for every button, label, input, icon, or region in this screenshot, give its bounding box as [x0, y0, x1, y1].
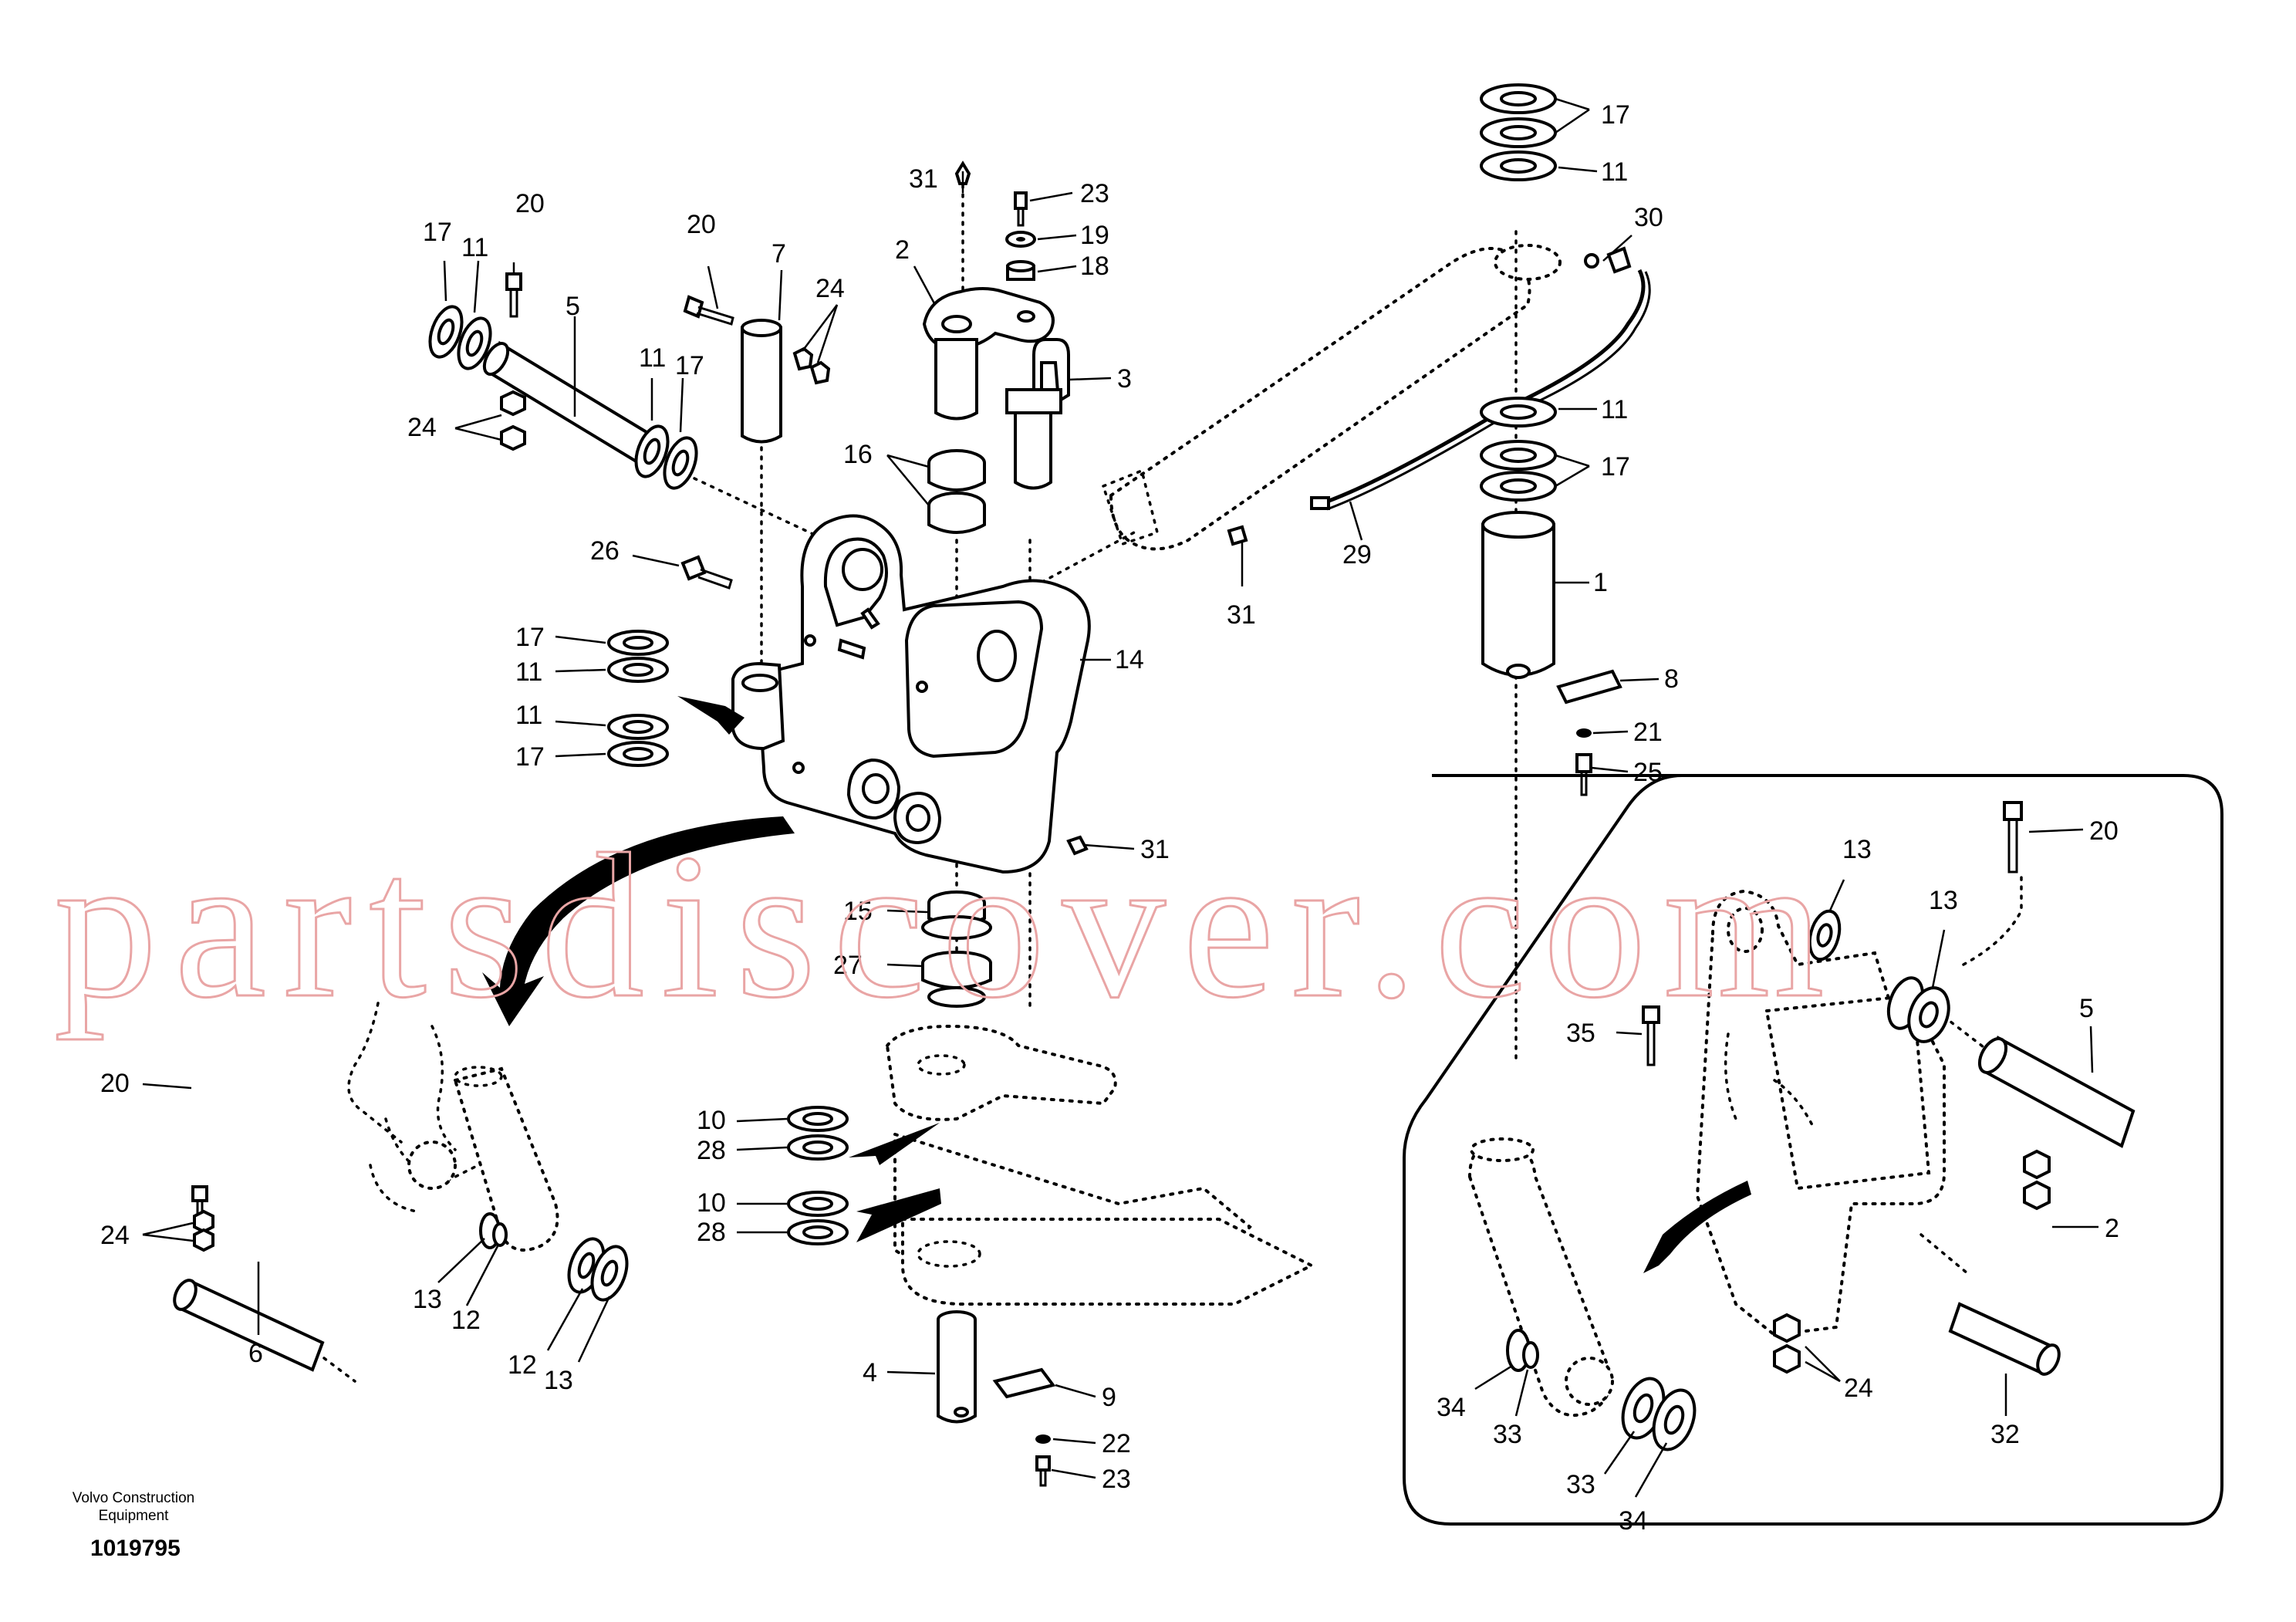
- callout: 28: [697, 1136, 726, 1165]
- inset-parts: [1506, 801, 2136, 1451]
- swing-bracket: [731, 514, 1091, 874]
- callout: 31: [1140, 835, 1170, 864]
- bushings-15-27: [921, 890, 992, 1008]
- bolt-26: [680, 555, 733, 590]
- company-name-line1: Volvo Construction: [73, 1490, 194, 1506]
- watermark-text: partsdiscover.com: [54, 811, 1841, 1041]
- callout: 17: [675, 351, 704, 380]
- inset-frame: [1403, 774, 2223, 1526]
- callout: 17: [515, 623, 545, 652]
- callout: 19: [1080, 221, 1109, 250]
- callout: 2: [895, 235, 910, 265]
- callout: 25: [1633, 758, 1663, 787]
- callout: 32: [1990, 1420, 2020, 1449]
- cylinder-left-bottom: [173, 1002, 629, 1383]
- callout: 35: [1566, 1019, 1595, 1048]
- callout: 21: [1633, 718, 1663, 747]
- callout: 13: [413, 1285, 442, 1314]
- inset-detail-bracket: [1467, 870, 2038, 1417]
- callout-labels: 17 11 11 17 1 8 21 25 30 29 31 31 23 19 …: [100, 100, 2119, 1536]
- callout: 3: [1117, 364, 1132, 394]
- callout: 34: [1437, 1393, 1466, 1422]
- callout: 4: [863, 1358, 877, 1387]
- callout: 17: [1601, 100, 1630, 130]
- boom-cylinder: [1028, 230, 1562, 1066]
- callout: 12: [508, 1350, 537, 1380]
- callout: 11: [1601, 157, 1628, 187]
- callout: 5: [566, 292, 580, 321]
- callout: 10: [697, 1106, 726, 1135]
- callout: 14: [1115, 645, 1144, 674]
- pin-assembly-top-left: [428, 272, 831, 665]
- callout: 11: [1601, 395, 1628, 424]
- callout: 24: [407, 413, 437, 442]
- callout: 13: [1929, 886, 1958, 915]
- callout: 11: [639, 343, 666, 373]
- callout: 20: [2089, 816, 2119, 846]
- callout: 33: [1566, 1470, 1595, 1499]
- document-number: 1019795: [90, 1536, 181, 1561]
- callout: 23: [1102, 1465, 1131, 1494]
- callout: 31: [1227, 600, 1256, 630]
- callout: 7: [772, 239, 786, 269]
- callout: 16: [843, 440, 873, 469]
- callout: 6: [248, 1339, 263, 1368]
- callout: 10: [697, 1188, 726, 1218]
- callout: 31: [909, 164, 938, 194]
- callout: 30: [1634, 203, 1663, 232]
- pin-stack-right: [1480, 83, 1622, 796]
- pin-4-assembly: [937, 1310, 1056, 1487]
- callout: 34: [1619, 1506, 1648, 1536]
- callout: 13: [544, 1366, 573, 1395]
- callout: 20: [687, 210, 716, 239]
- callout: 18: [1080, 252, 1109, 281]
- lower-frame: [885, 1024, 1315, 1306]
- callout: 29: [1342, 540, 1372, 569]
- fitting-31-top: [1227, 525, 1248, 546]
- callout: 33: [1493, 1420, 1522, 1449]
- leader-lines: [142, 97, 2098, 1498]
- fitting-31: [1066, 835, 1089, 856]
- callout: 27: [833, 951, 863, 980]
- callout: 23: [1080, 179, 1109, 208]
- callout: 20: [100, 1069, 130, 1098]
- callout: 20: [515, 189, 545, 218]
- callout: 11: [515, 701, 542, 730]
- callout: 11: [515, 657, 542, 687]
- callout: 1: [1593, 568, 1608, 597]
- callout: 11: [461, 233, 488, 262]
- company-name-line2: Equipment: [99, 1508, 170, 1524]
- callout: 24: [815, 274, 845, 303]
- callout: 9: [1102, 1383, 1116, 1412]
- callout: 26: [590, 536, 620, 566]
- hydraulic-hose: [1310, 246, 1651, 511]
- callout: 17: [423, 218, 452, 247]
- callout: 24: [100, 1221, 130, 1250]
- callout: 24: [1844, 1374, 1873, 1403]
- callout: 12: [451, 1306, 481, 1335]
- callout: 17: [515, 742, 545, 772]
- callout: 2: [2105, 1214, 2119, 1243]
- callout: 8: [1664, 664, 1679, 694]
- callout: 28: [697, 1218, 726, 1247]
- callout: 15: [843, 897, 873, 926]
- callout: 5: [2079, 994, 2094, 1023]
- callout: 17: [1601, 452, 1630, 482]
- washers-left-bracket: [607, 630, 669, 767]
- callout: 22: [1102, 1429, 1131, 1458]
- assembly-arrows: [482, 696, 1751, 1273]
- callout: 13: [1842, 835, 1872, 864]
- washers-10-28: [787, 1106, 849, 1245]
